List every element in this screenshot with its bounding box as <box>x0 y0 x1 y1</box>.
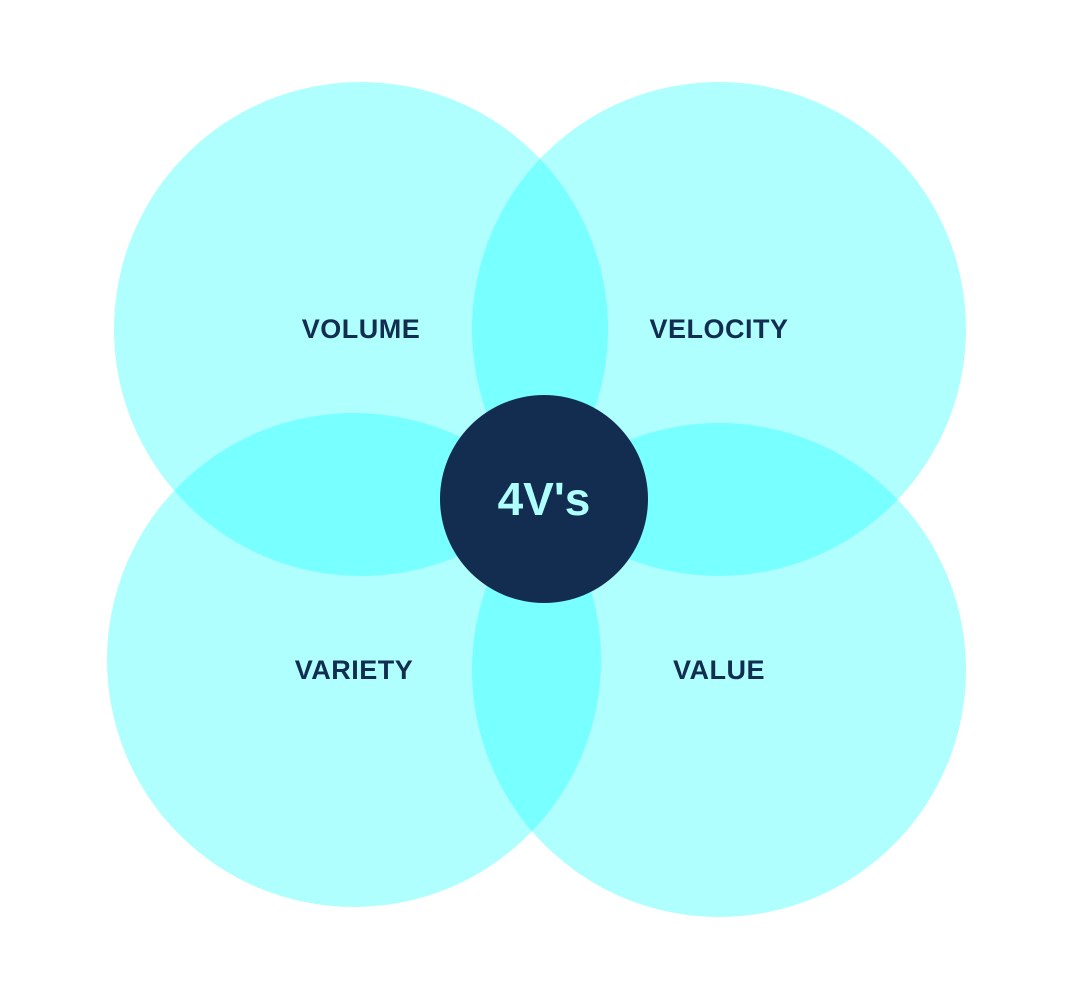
center-label: 4V's <box>498 473 591 525</box>
circle-label-velocity: VELOCITY <box>649 314 788 344</box>
circle-label-value: VALUE <box>673 655 765 685</box>
circle-label-variety: VARIETY <box>295 655 414 685</box>
center-circle <box>440 395 648 603</box>
circle-label-volume: VOLUME <box>302 314 421 344</box>
